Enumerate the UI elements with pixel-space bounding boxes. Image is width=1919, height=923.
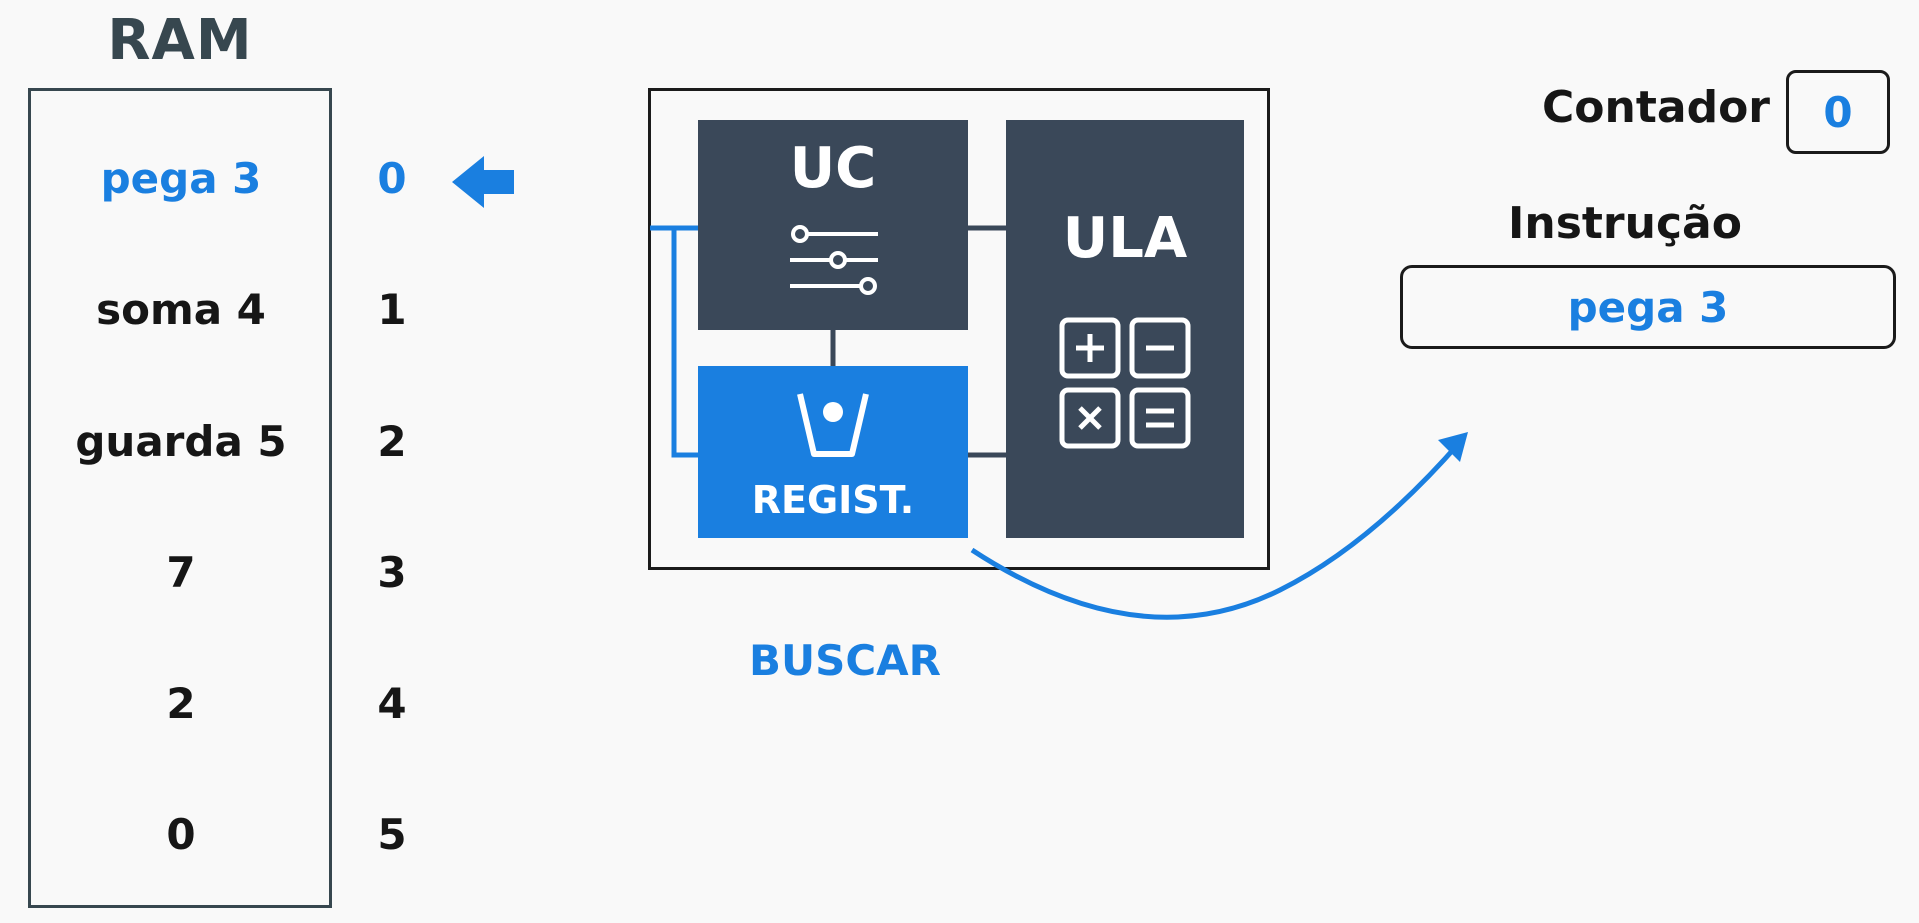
- counter-label: Contador: [1542, 82, 1770, 133]
- phase-label: BUSCAR: [748, 636, 942, 685]
- alu-block: [1006, 120, 1244, 538]
- register-label: REGIST.: [751, 478, 915, 522]
- ram-address-4: 4: [377, 678, 407, 728]
- ram-cell-3: 7: [166, 547, 196, 597]
- instruction-label: Instrução: [1508, 198, 1742, 249]
- cpu-connections: [650, 225, 1006, 458]
- ram-address-5: 5: [377, 809, 407, 859]
- ram-cell-4: 2: [166, 678, 196, 728]
- sliders-icon: [790, 225, 878, 295]
- calculator-icon: [1059, 317, 1191, 449]
- ram-box: [28, 88, 332, 908]
- pointer-arrow-icon: [452, 156, 514, 208]
- transfer-arrow-icon: [970, 432, 1468, 620]
- ram-title: RAM: [107, 8, 253, 73]
- ram-address-1: 1: [377, 284, 407, 334]
- counter-value: 0: [1786, 70, 1890, 154]
- register-cup-icon: [797, 393, 869, 457]
- ram-address-2: 2: [377, 416, 407, 466]
- control-unit-block: [698, 120, 968, 330]
- ram-cell-0: pega 3: [100, 153, 262, 203]
- alu-label: ULA: [1062, 206, 1188, 271]
- instruction-value: pega 3: [1400, 265, 1896, 349]
- ram-cell-5: 0: [166, 809, 196, 859]
- cpu-frame: [648, 88, 1270, 570]
- ram-address-3: 3: [377, 547, 407, 597]
- control-unit-label: UC: [789, 136, 877, 201]
- ram-cell-1: soma 4: [96, 284, 266, 334]
- ram-address-0: 0: [377, 153, 407, 203]
- ram-cell-2: guarda 5: [75, 416, 287, 466]
